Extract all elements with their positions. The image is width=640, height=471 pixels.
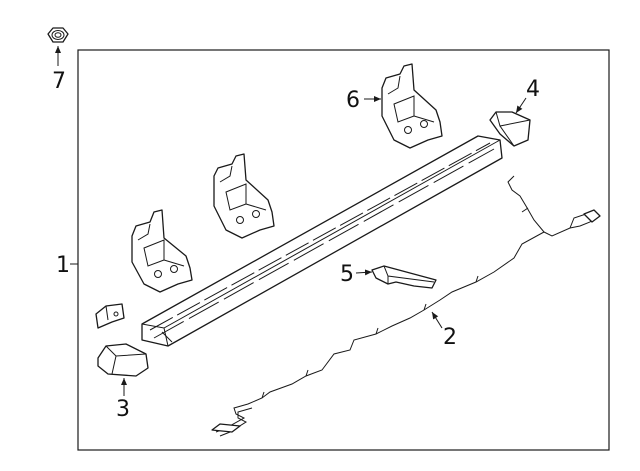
part-4-end-cap[interactable] [489,111,531,147]
callout-5: 5 [340,262,354,287]
part-5-clip[interactable] [371,265,437,289]
part-6-bracket[interactable] [381,63,443,149]
bracket-left[interactable] [131,209,193,293]
part-1-running-board[interactable] [141,135,503,347]
callout-7: 7 [52,69,66,94]
clip-left[interactable] [95,303,125,329]
callout-6: 6 [346,88,360,113]
leader-2 [431,311,443,329]
callout-3: 3 [116,397,130,422]
callout-4: 4 [526,77,540,102]
callout-1: 1 [56,253,70,278]
callout-2: 2 [443,325,457,350]
part-2-wiring-harness[interactable] [211,175,601,437]
leader-5 [355,269,373,276]
bracket-middle[interactable] [213,153,275,239]
part-7-nut[interactable] [47,27,69,43]
leader-4 [515,97,527,114]
assembly-frame [77,49,610,451]
part-3-end-cap[interactable] [97,343,149,377]
